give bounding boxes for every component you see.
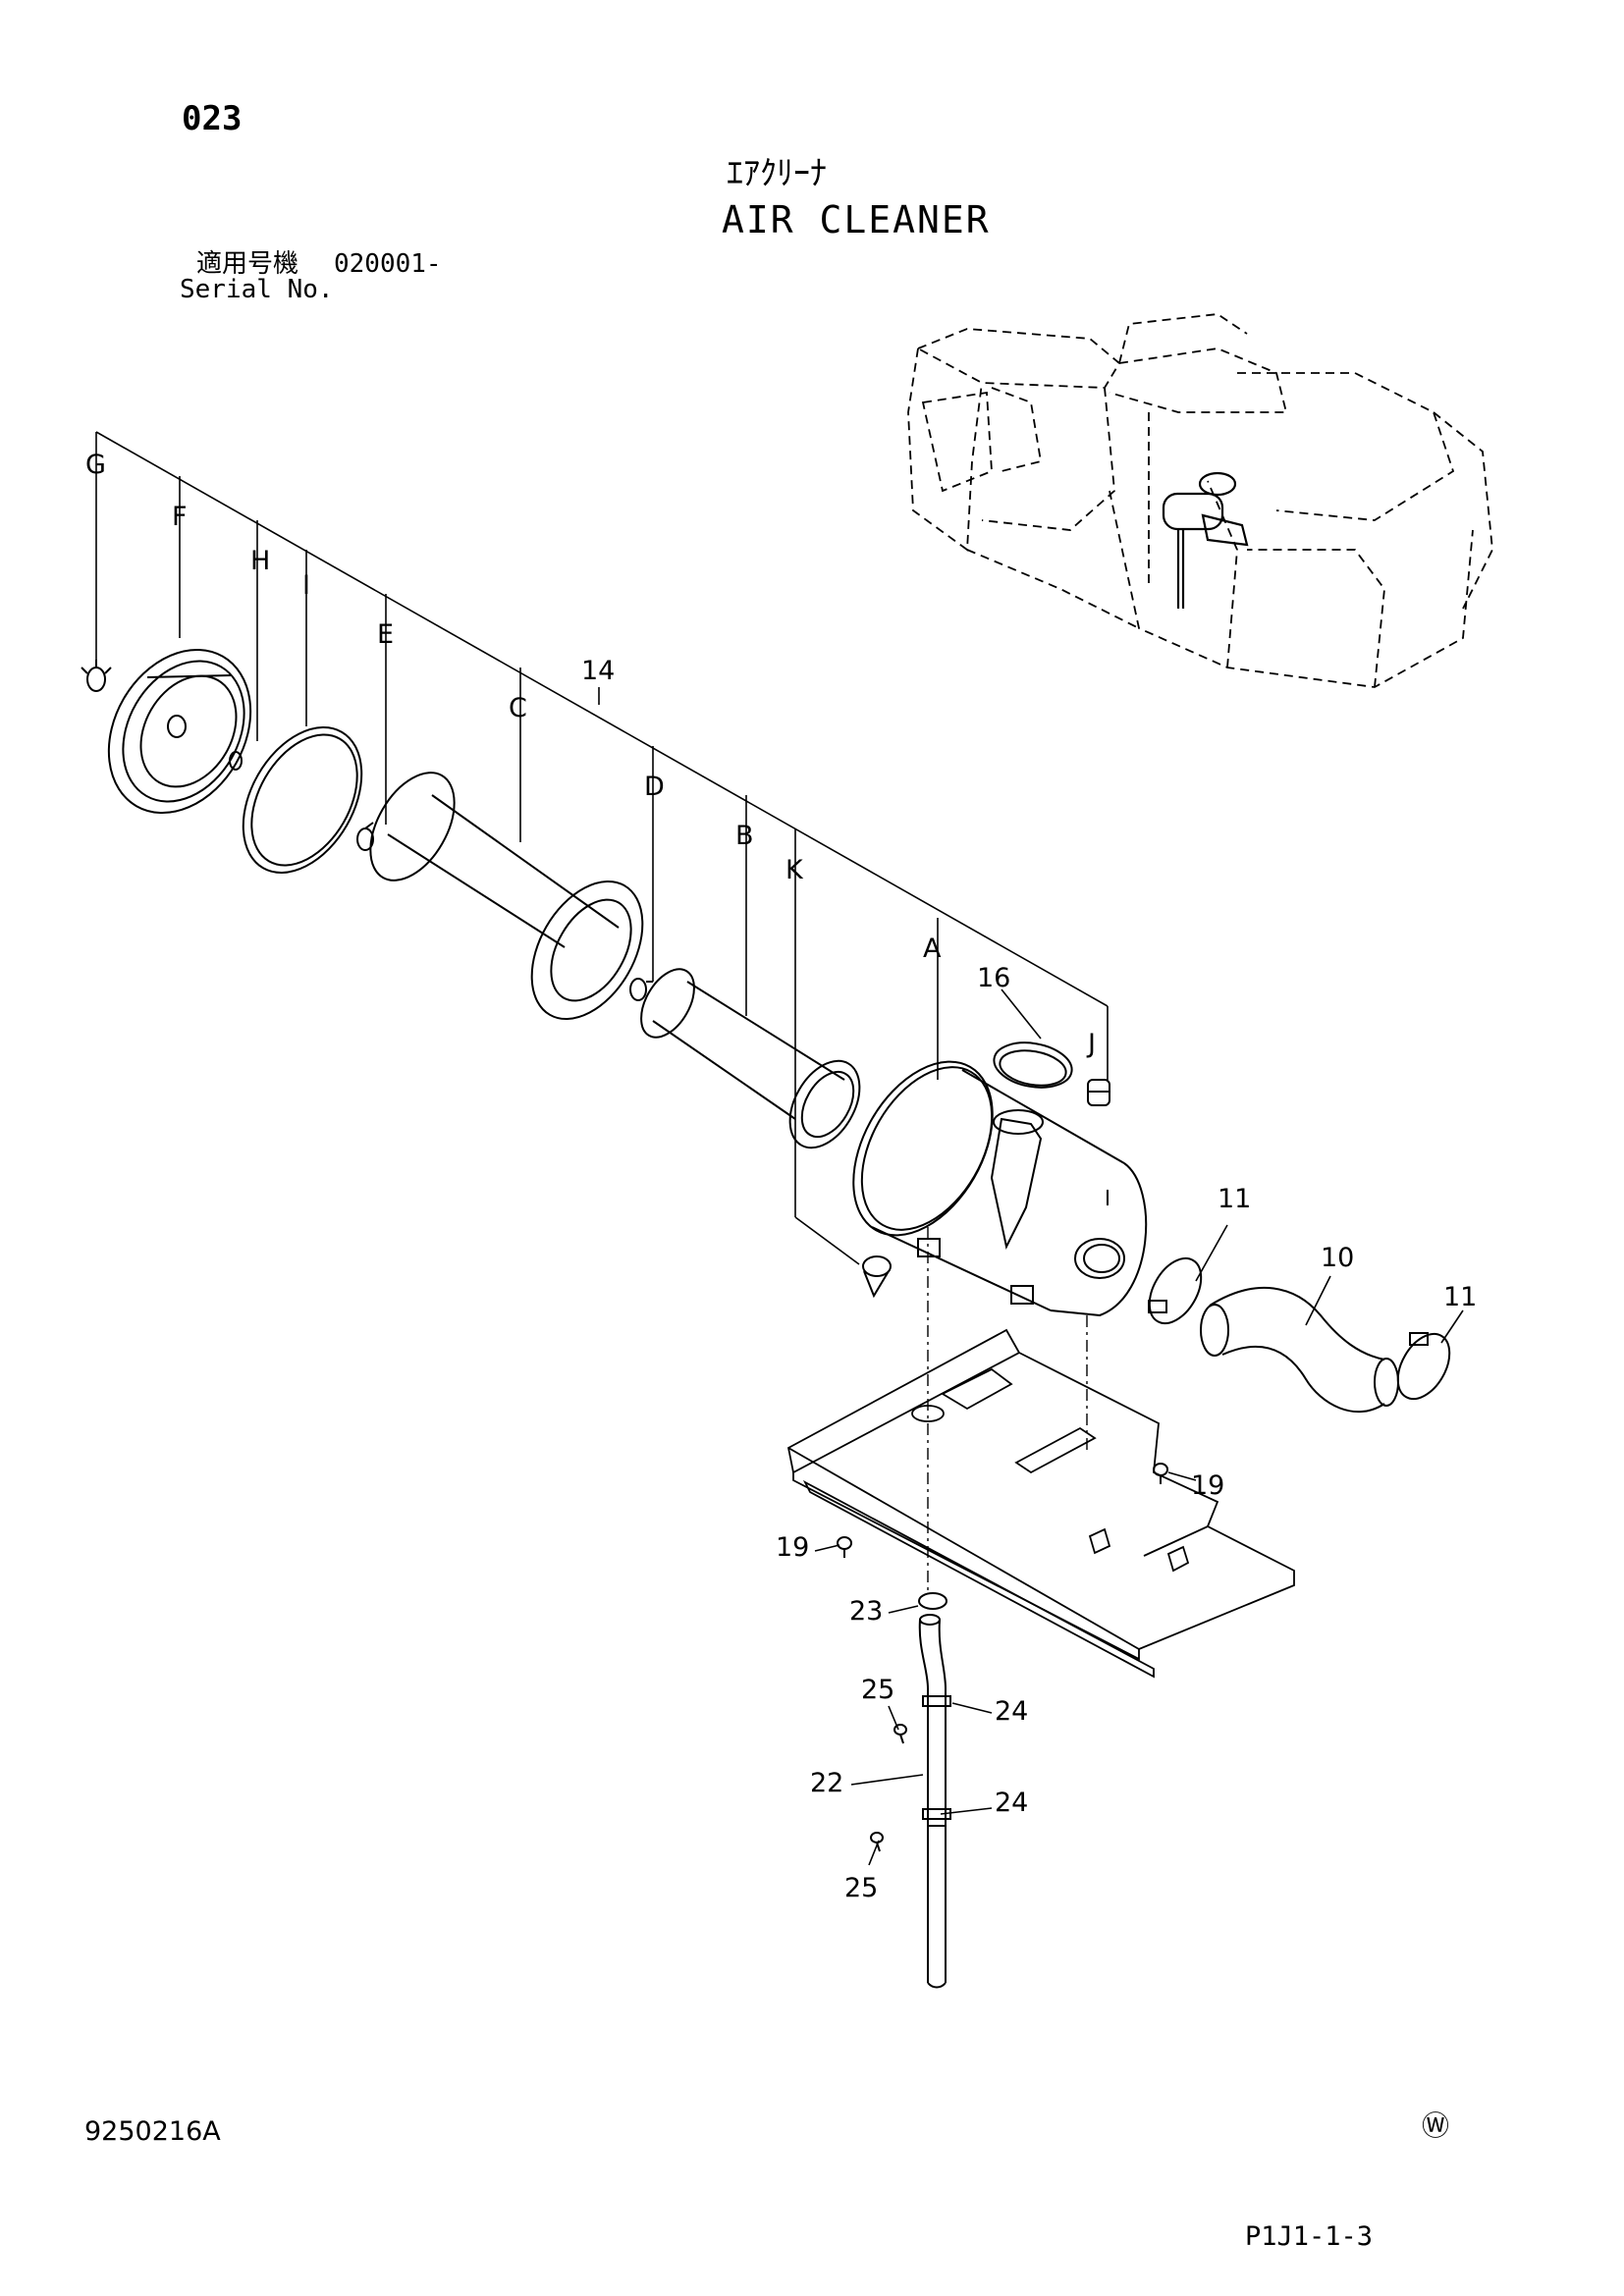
callout-F: F <box>172 502 188 532</box>
callout-16: 16 <box>977 963 1010 993</box>
air-cleaner-housing-A <box>852 1060 1148 1317</box>
gasket-ring-I <box>242 726 363 874</box>
callout-25-upper: 25 <box>861 1675 894 1705</box>
drawing-number: 9250216A <box>84 2116 221 2147</box>
serial-label: Serial No. <box>180 275 334 304</box>
air-cleaner-cover-F <box>107 648 252 815</box>
callout-B: B <box>735 821 754 851</box>
callout-24-upper: 24 <box>995 1696 1028 1727</box>
callout-H: H <box>250 546 270 576</box>
ring-16 <box>993 1041 1073 1089</box>
screw-25-upper <box>893 1724 907 1744</box>
callout-G: G <box>85 450 106 480</box>
callout-leader-lines <box>95 431 1464 1866</box>
callout-22: 22 <box>810 1768 843 1798</box>
callout-A: A <box>923 934 942 964</box>
air-cleaner-location-highlight <box>1162 471 1249 609</box>
callout-J: J <box>1086 1029 1096 1059</box>
bolt-19-left <box>837 1536 852 1558</box>
callout-D: D <box>644 772 665 802</box>
callout-14: 14 <box>581 656 615 686</box>
serial-label-japanese: 適用号機 <box>196 249 299 279</box>
serial-number-value: 020001- <box>334 249 442 279</box>
w-mark: Ⓦ <box>1422 2109 1450 2142</box>
page-number: 023 <box>182 99 243 138</box>
callout-10: 10 <box>1321 1243 1354 1273</box>
screw-25-lower <box>870 1832 884 1852</box>
hose-clamp-11-upper <box>1148 1256 1203 1325</box>
callout-19-left: 19 <box>776 1532 809 1563</box>
assembly-center-lines <box>927 1227 1088 1590</box>
bolt-19-right <box>1153 1463 1168 1484</box>
air-intake-hose-10 <box>1200 1286 1399 1414</box>
evacuator-K <box>862 1255 892 1299</box>
page-code: P1J1-1-3 <box>1245 2221 1374 2252</box>
wing-nut-D <box>629 978 653 1001</box>
callout-11-lower: 11 <box>1443 1282 1477 1312</box>
hose-clamp-11-lower <box>1396 1332 1451 1401</box>
callout-E: E <box>377 619 394 650</box>
callout-23: 23 <box>849 1596 883 1627</box>
wing-nut-E <box>356 822 374 851</box>
drain-tube-22 <box>918 1614 947 1989</box>
callout-I: I <box>302 570 310 601</box>
callout-24-lower: 24 <box>995 1788 1028 1818</box>
tube-clip-24-upper <box>922 1695 951 1707</box>
tube-clip-24-lower <box>922 1808 951 1820</box>
outer-filter-element-C <box>369 772 644 1021</box>
o-ring-H <box>229 751 243 771</box>
callout-11-upper: 11 <box>1218 1184 1251 1214</box>
callout-19-right: 19 <box>1191 1470 1224 1501</box>
inner-filter-element-B <box>640 968 861 1149</box>
callout-C: C <box>509 693 527 723</box>
excavator-overview-drawing <box>907 313 1493 688</box>
wing-nut-G <box>81 660 112 692</box>
callout-25-lower: 25 <box>844 1873 878 1903</box>
page-title-japanese: ｴｱｸﾘｰﾅ <box>727 154 827 193</box>
vacuator-valve-J <box>1087 1079 1110 1106</box>
hose-clamp-23 <box>918 1592 947 1610</box>
callout-K: K <box>785 855 804 885</box>
page-title: AIR CLEANER <box>722 198 991 241</box>
